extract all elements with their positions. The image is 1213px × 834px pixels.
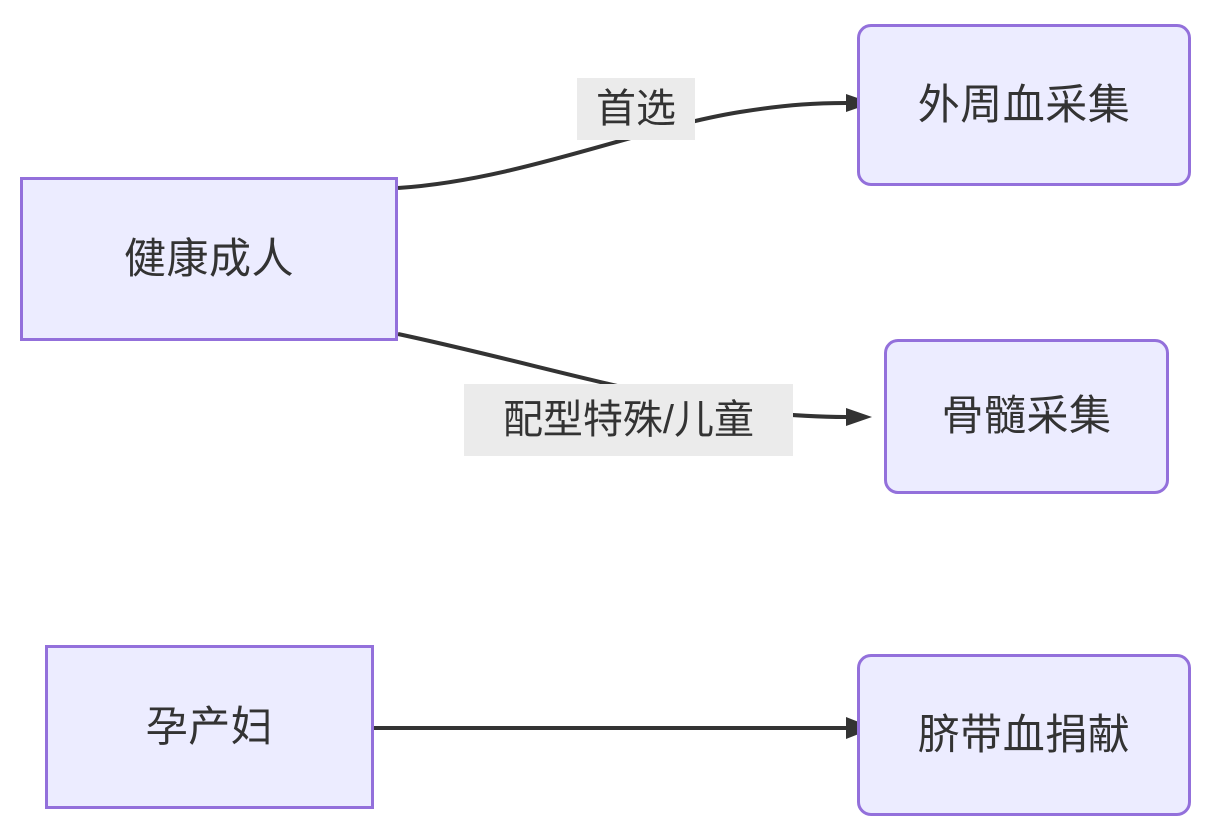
node-label-peripheral-blood-collection: 外周血采集 bbox=[917, 80, 1131, 128]
node-healthy-adult[interactable]: 健康成人 bbox=[20, 177, 398, 341]
edge-group-2 bbox=[374, 717, 874, 739]
edge-label-text: 首选 bbox=[596, 87, 676, 131]
node-peripheral-blood-collection[interactable]: 外周血采集 bbox=[857, 24, 1191, 186]
node-label-bone-marrow-collection: 骨髓采集 bbox=[941, 392, 1112, 440]
node-label-healthy-adult: 健康成人 bbox=[123, 234, 294, 282]
node-label-cord-blood-donation: 脐带血捐献 bbox=[917, 710, 1131, 758]
node-cord-blood-donation[interactable]: 脐带血捐献 bbox=[857, 654, 1191, 816]
arrow-head-icon-bone-marrow bbox=[846, 408, 872, 426]
node-pregnant-women[interactable]: 孕产妇 bbox=[45, 645, 374, 809]
edge-label-text: 配型特殊/儿童 bbox=[502, 398, 755, 442]
edge-label-first-choice: 首选 bbox=[577, 78, 695, 140]
node-bone-marrow-collection[interactable]: 骨髓采集 bbox=[884, 339, 1169, 494]
edge-label-special-match-or-child: 配型特殊/儿童 bbox=[464, 384, 793, 456]
node-label-pregnant-women: 孕产妇 bbox=[145, 702, 274, 750]
